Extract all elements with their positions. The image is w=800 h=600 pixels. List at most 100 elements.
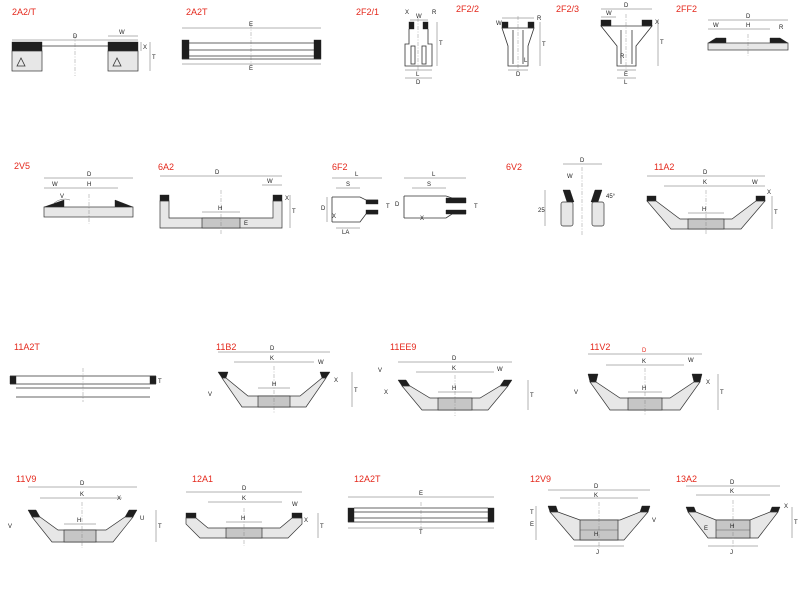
dim-X: X [304,518,308,524]
dim-V: V [574,390,578,396]
dim-T: T [774,210,778,216]
dim-K: K [452,366,456,372]
dim-T: T [474,204,478,210]
dim-E: E [419,491,423,497]
dim-W: W [292,502,298,508]
dim-T: T [354,388,358,394]
profile-label: 12A2T [354,474,381,484]
dim-D: D [730,480,735,486]
profile-11A2T-drawing: T [9,368,162,402]
dim-K: K [594,493,598,499]
profile-label: 11V2 [590,342,611,352]
dim-V: V [8,524,12,530]
profile-6A2-drawing: D W H X T E [159,170,296,234]
dim-H: H [452,386,456,392]
dim-E: E [530,522,534,528]
dim-U: U [140,516,144,522]
dim-H: H [218,206,222,212]
dim-D: D [321,206,326,212]
dim-L: L [524,58,528,64]
dim-E: E [624,72,628,78]
dim-W: W [416,14,422,20]
profile-label: 2V5 [14,161,31,171]
dim-W: W [267,179,273,185]
dim-D: D [215,170,220,176]
dim-X: X [784,504,788,510]
profile-6V2-drawing: D W 25 45° [538,158,616,235]
dim-E: E [704,526,708,532]
dim-T: T [439,41,443,47]
dim-H: H [746,23,750,29]
dim-D: D [624,3,629,9]
dim-H: H [594,532,598,538]
profile-label: 11EE9 [390,342,417,352]
dim-V: V [652,518,656,524]
dim-T: T [530,393,534,399]
dim-V: V [60,194,64,200]
dim-D: D [452,356,457,362]
dim-H: H [642,386,646,392]
dim-J: J [730,550,733,556]
profile-label: 2FF2 [676,4,698,14]
dim-D: D [73,34,78,40]
dim-H: H [730,524,734,530]
dim-W: W [567,174,573,180]
dim-D: D [703,170,708,176]
dim-T: T [530,510,534,516]
dim-W: W [752,180,758,186]
profile-label: 12A1 [192,474,214,484]
dim-X: X [285,196,289,202]
dim-T: T [320,524,324,530]
profile-13A2-drawing: D K X T E J H [685,480,798,556]
dim-R: R [432,10,437,16]
profile-6F2-drawing: L S D T X LA L S D X T [321,172,478,236]
dim-E: E [249,22,253,28]
profile-11A2-drawing: D K W X H T [646,170,778,234]
dim-W: W [52,182,58,188]
profile-11V9-drawing: D K X H U T V [8,481,162,548]
profile-2F2-3-drawing: D W X T R E L [600,3,664,86]
profile-11B2-drawing: D K W X H T V [208,346,358,414]
dim-R: R [779,25,784,31]
profile-label: 6F2 [332,162,348,172]
dim-T: T [542,42,546,48]
dim-W: W [688,358,694,364]
dim-D: D [270,346,275,352]
dim-D: D [80,481,85,487]
profile-12A1-drawing: D K W X H T [185,486,324,546]
dim-D: D [416,80,421,86]
dim-D: D [516,72,521,78]
dim-T: T [660,40,664,46]
profile-2V5-drawing: D W H V [43,172,134,224]
profile-2F2-2-drawing: W R T D L [496,16,546,78]
profile-11V2-drawing: D K W X H T V [574,348,724,416]
profile-label: 6A2 [158,162,175,172]
dim-X: X [655,20,659,26]
profile-label: 2F2/2 [456,4,480,14]
dim-X: X [420,216,424,222]
dim-K: K [242,496,246,502]
dim-D: D [746,14,751,20]
dim-D: D [395,202,400,208]
dim-L: L [432,172,436,178]
dim-R: R [537,16,542,22]
dim-S: S [427,182,431,188]
dim-X: X [767,190,771,196]
dim-D: D [87,172,92,178]
dim-S: S [346,182,350,188]
dim-V: V [208,392,212,398]
profile-12A2T-drawing: E T [347,491,495,536]
dim-D: D [242,486,247,492]
dim-L: L [355,172,359,178]
dim-V: V [378,368,382,374]
dim-H: H [241,516,245,522]
dim-T: T [158,379,162,385]
dim-W: W [119,30,125,36]
dim-D: D [642,348,647,354]
dim-H: H [77,518,81,524]
dim-K: K [80,492,84,498]
dim-X: X [706,380,710,386]
profile-11EE9-drawing: D K W X H T V [378,356,534,416]
dim-D: D [594,484,599,490]
profile-label: 13A2 [676,474,698,484]
